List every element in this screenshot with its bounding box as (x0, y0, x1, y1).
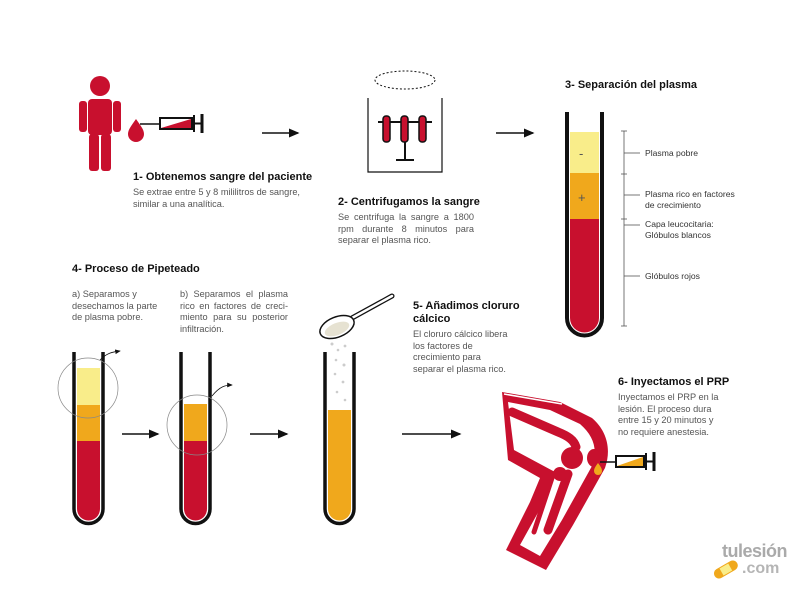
blood-drop-icon (128, 119, 144, 142)
pipette-tube-b (166, 352, 233, 526)
step2-text: Se centrifuga la sangre a 1800 rpm duran… (338, 212, 474, 245)
step1-text: Se extrae entre 5 y 8 mililitros de sang… (133, 187, 300, 209)
step4-title: 4- Proceso de Pipeteado (72, 263, 200, 275)
patient-figure-icon (79, 76, 121, 171)
rotation-arrows-icon (374, 70, 436, 90)
step1-title: 1- Obtenemos sangre del paciente (133, 171, 313, 183)
layer-bracket (621, 130, 640, 327)
plasma-poor-symbol: - (579, 146, 584, 161)
step4a-text: a) Separamos y desechamos la parte de pl… (72, 289, 158, 322)
logo-text: tulesión (722, 541, 788, 561)
label-capa-1: Capa leucocitaria: (645, 219, 714, 229)
syringe-icon (140, 114, 204, 133)
calcium-powder-particles (330, 342, 347, 402)
label-plasma-rico-2: de crecimiento (645, 200, 701, 210)
centrifuge-icon (367, 98, 443, 173)
label-globulos-rojos: Glóbulos rojos (645, 271, 700, 281)
logo-bandage-icon (713, 560, 738, 579)
pipette-tube-a (57, 349, 121, 526)
calcium-tube (323, 352, 356, 526)
logo-suffix: .com (742, 560, 780, 577)
step2-title: 2- Centrifugamos la sangre (338, 196, 480, 208)
separated-plasma-tube (565, 112, 604, 338)
step6-text: Inyectamos el PRP en la lesión. El proce… (618, 392, 719, 437)
prp-syringe-icon (600, 452, 656, 471)
step3-title: 3- Separación del plasma (565, 79, 698, 91)
step4b-text: b) Separamos el plasma rico en factores … (180, 289, 288, 334)
step5-title-2: cálcico (413, 313, 451, 325)
step5-title-1: 5- Añadimos cloruro (413, 300, 520, 312)
label-capa-2: Glóbulos blancos (645, 230, 711, 240)
label-plasma-pobre: Plasma pobre (645, 148, 699, 158)
knee-illustration (502, 392, 608, 570)
step6-title: 6- Inyectamos el PRP (618, 376, 730, 388)
step5-text: El cloruro cálcico libera los factores d… (413, 329, 508, 374)
label-plasma-rico-1: Plasma rico en factores (645, 189, 735, 199)
plasma-rich-symbol: + (578, 190, 586, 205)
spoon-icon (319, 293, 395, 340)
